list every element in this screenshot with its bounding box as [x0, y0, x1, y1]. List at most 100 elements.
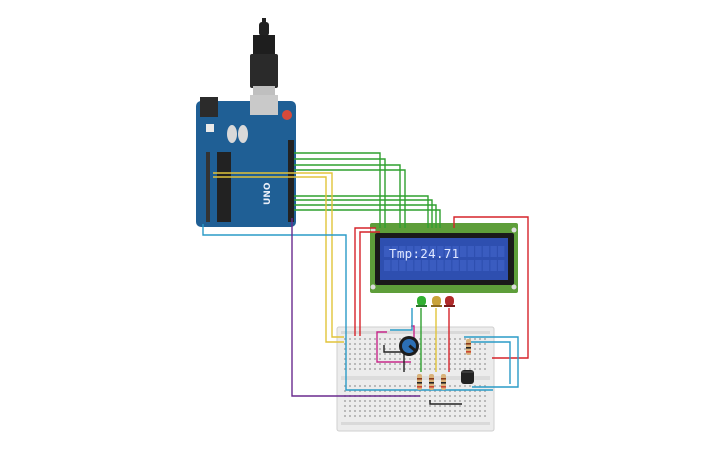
breadboard-hole	[364, 405, 366, 407]
breadboard-hole	[469, 410, 471, 412]
breadboard-hole	[389, 400, 391, 402]
breadboard-hole	[424, 358, 426, 360]
breadboard-hole	[479, 385, 481, 387]
led-yellow[interactable]	[431, 296, 442, 307]
breadboard-hole	[424, 368, 426, 370]
breadboard-hole	[389, 353, 391, 355]
breadboard-hole	[364, 390, 366, 392]
breadboard-hole	[474, 405, 476, 407]
breadboard-hole	[394, 338, 396, 340]
breadboard-hole	[409, 405, 411, 407]
breadboard-hole	[374, 400, 376, 402]
reset-button[interactable]	[282, 110, 292, 120]
breadboard-hole	[359, 358, 361, 360]
lcd-display[interactable]: Tmp:24.71	[370, 223, 518, 293]
usb-cable-icon[interactable]	[250, 18, 278, 104]
breadboard-hole	[404, 390, 406, 392]
breadboard-hole	[369, 385, 371, 387]
wire-red	[359, 231, 380, 336]
breadboard-hole	[469, 415, 471, 417]
breadboard-hole	[379, 368, 381, 370]
breadboard-hole	[354, 415, 356, 417]
breadboard-hole	[384, 358, 386, 360]
breadboard-hole	[414, 400, 416, 402]
lcd-cell	[414, 260, 421, 271]
breadboard-hole	[369, 353, 371, 355]
breadboard-hole	[479, 363, 481, 365]
temperature-sensor-icon[interactable]	[461, 370, 474, 384]
breadboard-hole	[404, 358, 406, 360]
breadboard-hole	[379, 343, 381, 345]
resistors	[417, 339, 471, 390]
breadboard-hole	[444, 415, 446, 417]
potentiometer-icon[interactable]	[399, 336, 419, 356]
breadboard-hole	[449, 368, 451, 370]
breadboard-hole	[474, 410, 476, 412]
breadboard-hole	[479, 405, 481, 407]
breadboard-hole	[484, 343, 486, 345]
breadboard-hole	[454, 400, 456, 402]
breadboard-hole	[469, 363, 471, 365]
breadboard-hole	[449, 385, 451, 387]
wire-yellow	[213, 172, 344, 338]
breadboard-hole	[439, 405, 441, 407]
breadboard-hole	[399, 415, 401, 417]
breadboard-hole	[374, 363, 376, 365]
breadboard-hole	[454, 343, 456, 345]
breadboard-hole	[434, 358, 436, 360]
breadboard-hole	[424, 390, 426, 392]
breadboard-hole	[449, 410, 451, 412]
breadboard-hole	[464, 358, 466, 360]
breadboard-hole	[344, 415, 346, 417]
breadboard-hole	[389, 385, 391, 387]
lcd-cell	[498, 246, 505, 257]
breadboard-hole	[474, 415, 476, 417]
breadboard-hole	[349, 338, 351, 340]
arduino-uno-board[interactable]: UNO	[196, 95, 296, 227]
breadboard-hole	[384, 390, 386, 392]
breadboard-hole	[344, 358, 346, 360]
breadboard-hole	[439, 415, 441, 417]
breadboard-hole	[349, 343, 351, 345]
breadboard-hole	[384, 348, 386, 350]
breadboard-hole	[419, 358, 421, 360]
breadboard-hole	[439, 363, 441, 365]
breadboard-hole	[454, 368, 456, 370]
capacitor-icon	[227, 125, 237, 143]
breadboard-hole	[464, 405, 466, 407]
breadboard-hole	[459, 358, 461, 360]
breadboard-hole	[449, 348, 451, 350]
breadboard-hole	[429, 390, 431, 392]
breadboard[interactable]	[336, 326, 495, 432]
breadboard-hole	[454, 385, 456, 387]
board-body	[196, 101, 296, 227]
breadboard-hole	[349, 363, 351, 365]
breadboard-hole	[404, 385, 406, 387]
breadboard-hole	[439, 338, 441, 340]
breadboard-hole	[464, 348, 466, 350]
breadboard-hole	[449, 415, 451, 417]
breadboard-hole	[449, 390, 451, 392]
lcd-cell	[384, 246, 391, 257]
breadboard-hole	[464, 395, 466, 397]
lcd-cell	[406, 260, 414, 271]
led-red[interactable]	[444, 296, 455, 307]
breadboard-hole	[384, 368, 386, 370]
breadboard-hole	[484, 363, 486, 365]
breadboard-hole	[449, 343, 451, 345]
breadboard-hole	[374, 405, 376, 407]
breadboard-hole	[354, 405, 356, 407]
breadboard-hole	[444, 358, 446, 360]
lcd-cell	[399, 246, 406, 257]
breadboard-hole	[364, 343, 366, 345]
breadboard-hole	[369, 368, 371, 370]
breadboard-hole	[359, 353, 361, 355]
breadboard-hole	[369, 405, 371, 407]
led-green[interactable]	[416, 296, 427, 307]
breadboard-hole	[459, 353, 461, 355]
breadboard-hole	[404, 363, 406, 365]
breadboard-hole	[419, 363, 421, 365]
breadboard-hole	[444, 363, 446, 365]
breadboard-hole	[344, 400, 346, 402]
